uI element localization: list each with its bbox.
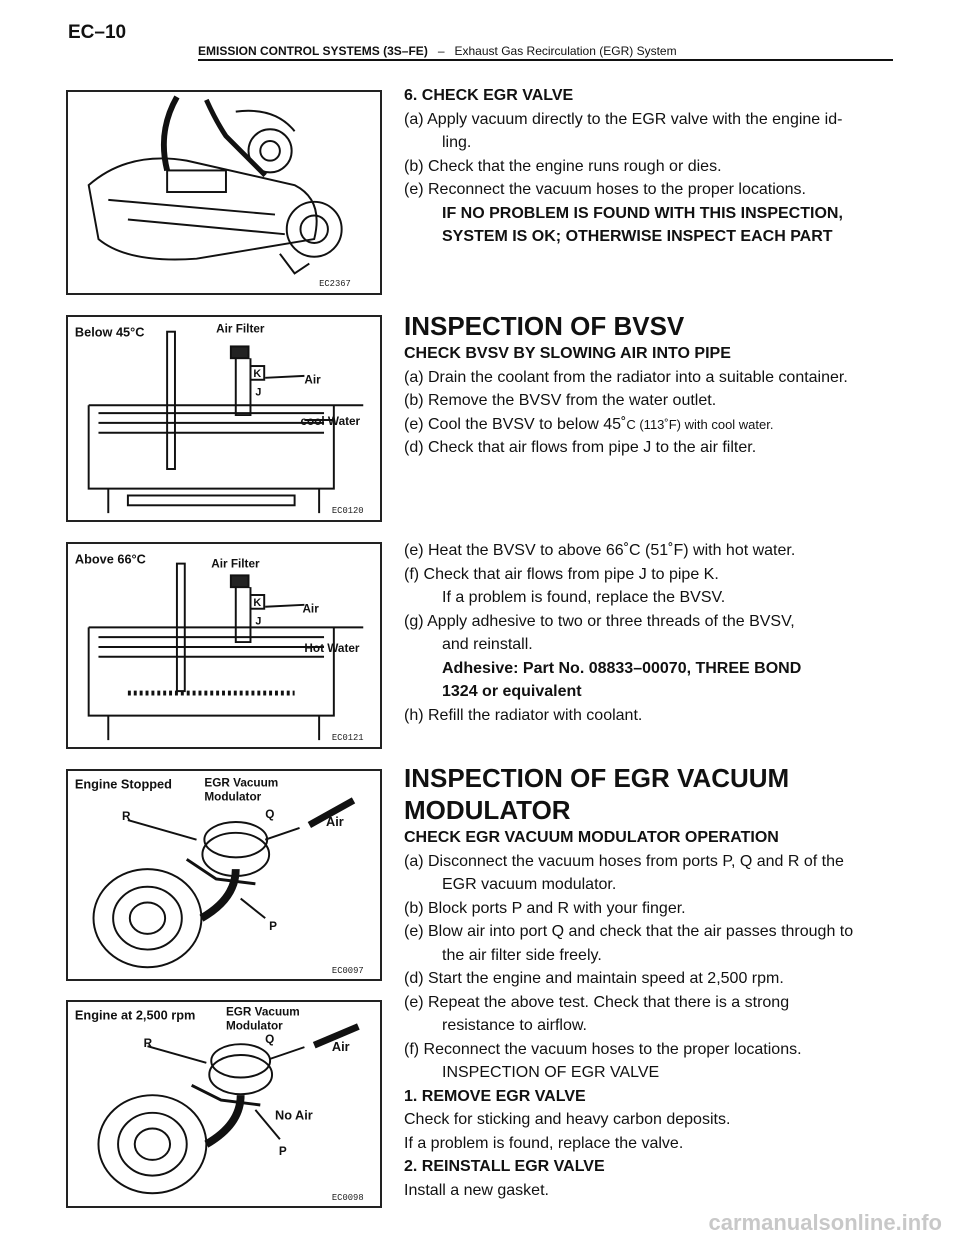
fig5-label1: EGR Vacuum bbox=[226, 1006, 300, 1019]
section-inspection-bvsv: INSPECTION OF BVSV CHECK BVSV BY SLOWING… bbox=[404, 310, 904, 460]
step-a-line2: ling. bbox=[442, 134, 472, 151]
step-e: (e) Cool the BVSV to below 45˚C (113˚F) … bbox=[404, 413, 904, 437]
fig2-air-filter-label: Air Filter bbox=[216, 323, 265, 336]
step-b: (b) Check that the engine runs rough or … bbox=[404, 157, 722, 175]
step-e: (e) Heat the BVSV to above 66˚C (51˚F) w… bbox=[404, 542, 796, 559]
step-remove-heading: 1. REMOVE EGR VALVE bbox=[404, 1087, 586, 1105]
fig5-r: R bbox=[144, 1037, 153, 1050]
step-reinstall-heading: 2. REINSTALL EGR VALVE bbox=[404, 1158, 605, 1175]
step-b: (b) Remove the BVSV from the water outle… bbox=[404, 392, 717, 409]
step-f-note: If a problem is found, replace the BVSV. bbox=[442, 589, 726, 606]
step-f-note: INSPECTION OF EGR VALVE bbox=[442, 1064, 660, 1081]
header-rule bbox=[198, 59, 893, 61]
fig3-j: J bbox=[255, 615, 261, 627]
step-a-line1: (a) Disconnect the vacuum hoses from por… bbox=[404, 852, 844, 870]
figure-egr-valve: EC2367 bbox=[66, 90, 382, 295]
step-e-small: C (113˚F) with cool water. bbox=[626, 416, 774, 432]
fig2-air: Air bbox=[304, 374, 321, 387]
watermark: carmanualsonline.info bbox=[708, 1210, 943, 1235]
fig3-code: EC0121 bbox=[332, 733, 364, 743]
fig5-air: Air bbox=[332, 1039, 350, 1054]
step-f: (f) Reconnect the vacuum hoses to the pr… bbox=[404, 1040, 802, 1058]
modulator-stopped-illustration: Engine Stopped EGR Vacuum Modulator R Q … bbox=[75, 777, 364, 976]
bvsv-hot-illustration: Above 66°C Air Filter K J Air Hot Water … bbox=[75, 552, 364, 744]
figure-modulator-2500rpm: Engine at 2,500 rpm EGR Vacuum Modulator… bbox=[66, 1000, 382, 1208]
figure-modulator-stopped: Engine Stopped EGR Vacuum Modulator R Q … bbox=[66, 769, 382, 981]
fig2-title: Below 45°C bbox=[75, 325, 145, 340]
fig1-code: EC2367 bbox=[319, 279, 351, 289]
fig4-air: Air bbox=[326, 814, 344, 829]
fig5-title: Engine at 2,500 rpm bbox=[75, 1008, 195, 1023]
section-title-bvsv: INSPECTION OF BVSV bbox=[404, 311, 685, 341]
step-remove-text2: If a problem is found, replace the valve… bbox=[404, 1134, 684, 1152]
fig5-code: EC0098 bbox=[332, 1193, 364, 1203]
egr-valve-illustration: EC2367 bbox=[87, 95, 351, 289]
fig4-label2: Modulator bbox=[204, 790, 261, 803]
fig4-label1: EGR Vacuum bbox=[204, 777, 278, 790]
step-d: (d) Start the engine and maintain speed … bbox=[404, 970, 784, 987]
step-remove-text1: Check for sticking and heavy carbon depo… bbox=[404, 1111, 731, 1128]
step-e-line2: the air filter side freely. bbox=[442, 946, 602, 964]
fig5-label2: Modulator bbox=[226, 1019, 283, 1032]
fig4-r: R bbox=[122, 810, 131, 823]
section-bvsv-hot: (e) Heat the BVSV to above 66˚C (51˚F) w… bbox=[404, 539, 904, 727]
fig3-air: Air bbox=[302, 603, 319, 616]
subtitle-bvsv: CHECK BVSV BY SLOWING AIR INTO PIPE bbox=[404, 345, 731, 362]
section-inspection-egr-modulator: INSPECTION OF EGR VACUUM MODULATOR CHECK… bbox=[404, 762, 904, 1202]
bvsv-cool-illustration: Below 45°C Air Filter K J Air cool Water… bbox=[75, 323, 364, 516]
step-heading: 6. CHECK EGR VALVE bbox=[404, 87, 574, 104]
fig3-air-filter-label: Air Filter bbox=[211, 558, 260, 571]
section-check-egr-valve: 6. CHECK EGR VALVE (a) Apply vacuum dire… bbox=[404, 84, 904, 249]
fig4-code: EC0097 bbox=[332, 966, 364, 976]
fig4-title: Engine Stopped bbox=[75, 777, 172, 792]
adhesive-line1: Adhesive: Part No. 08833–00070, THREE BO… bbox=[442, 659, 802, 677]
section-title-modulator-line2: MODULATOR bbox=[404, 795, 571, 825]
page-number: EC–10 bbox=[68, 22, 127, 43]
step-a-line1: (a) Apply vacuum directly to the EGR val… bbox=[404, 110, 843, 128]
note-line2: SYSTEM IS OK; OTHERWISE INSPECT EACH PAR… bbox=[442, 228, 833, 245]
fig2-k: K bbox=[253, 368, 261, 380]
step-b: (b) Block ports P and R with your finger… bbox=[404, 899, 686, 917]
fig3-water: Hot Water bbox=[304, 642, 359, 655]
subtitle-modulator: CHECK EGR VACUUM MODULATOR OPERATION bbox=[404, 829, 779, 846]
step-g-line1: (g) Apply adhesive to two or three threa… bbox=[404, 612, 795, 630]
header-separator: – bbox=[437, 44, 445, 58]
note-line1: IF NO PROBLEM IS FOUND WITH THIS INSPECT… bbox=[442, 204, 843, 222]
step-a-line2: EGR vacuum modulator. bbox=[442, 876, 617, 893]
step-g-line2: and reinstall. bbox=[442, 636, 533, 653]
step-e2-line1: (e) Repeat the above test. Check that th… bbox=[404, 993, 790, 1011]
step-d: (d) Check that air flows from pipe J to … bbox=[404, 439, 757, 456]
fig5-no-air: No Air bbox=[275, 1108, 313, 1123]
running-header: EMISSION CONTROL SYSTEMS (3S–FE)–Exhaust… bbox=[198, 44, 677, 58]
fig2-water: cool Water bbox=[300, 415, 360, 428]
fig3-title: Above 66°C bbox=[75, 552, 146, 567]
fig2-code: EC0120 bbox=[332, 506, 364, 516]
fig2-j: J bbox=[255, 386, 261, 398]
section-title-modulator-line1: INSPECTION OF EGR VACUUM bbox=[404, 763, 790, 793]
step-f: (f) Check that air flows from pipe J to … bbox=[404, 565, 719, 583]
step-e2-line2: resistance to airflow. bbox=[442, 1017, 587, 1034]
step-e-main: (e) Cool the BVSV to below 45˚ bbox=[404, 415, 627, 433]
fig4-q: Q bbox=[265, 808, 274, 821]
fig5-q: Q bbox=[265, 1033, 274, 1046]
figure-bvsv-cool: Below 45°C Air Filter K J Air cool Water… bbox=[66, 315, 382, 522]
step-e-line1: (e) Blow air into port Q and check that … bbox=[404, 923, 854, 940]
subsection-title: Exhaust Gas Recirculation (EGR) System bbox=[454, 44, 677, 58]
fig4-p: P bbox=[269, 920, 277, 933]
modulator-2500rpm-illustration: Engine at 2,500 rpm EGR Vacuum Modulator… bbox=[75, 1006, 364, 1203]
step-reinstall-text: Install a new gasket. bbox=[404, 1181, 549, 1199]
step-h: (h) Refill the radiator with coolant. bbox=[404, 706, 643, 724]
fig3-k: K bbox=[253, 597, 261, 609]
step-e: (e) Reconnect the vacuum hoses to the pr… bbox=[404, 181, 806, 198]
figure-bvsv-hot: Above 66°C Air Filter K J Air Hot Water … bbox=[66, 542, 382, 749]
section-title: EMISSION CONTROL SYSTEMS (3S–FE) bbox=[198, 44, 428, 58]
step-a: (a) Drain the coolant from the radiator … bbox=[404, 368, 848, 386]
fig5-p: P bbox=[279, 1145, 287, 1158]
adhesive-line2: 1324 or equivalent bbox=[442, 683, 582, 700]
